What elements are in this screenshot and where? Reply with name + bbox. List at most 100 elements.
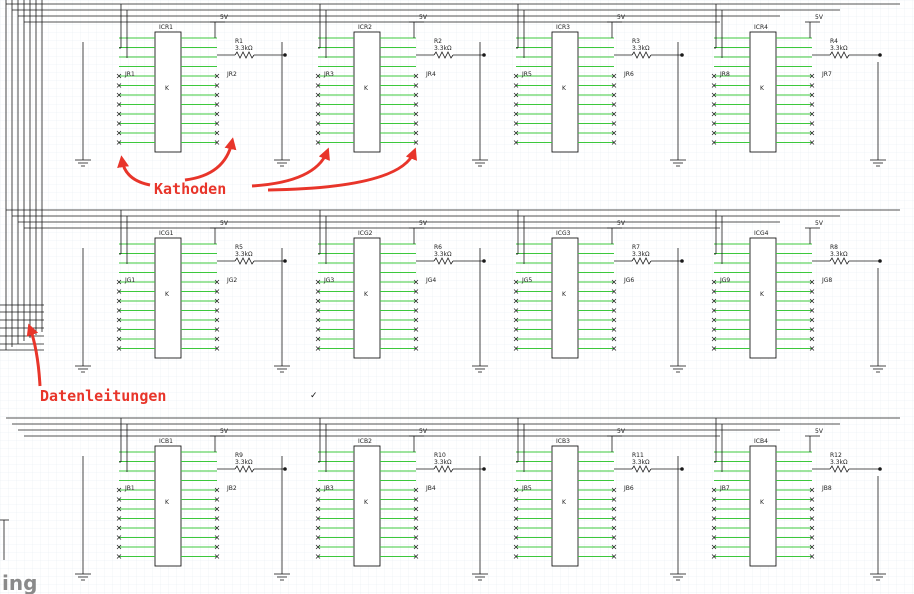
- connector-left-mark: [116, 83, 122, 88]
- connector-left-mark: [711, 121, 717, 126]
- connector-right-mark: [214, 487, 220, 493]
- connector-left-mark: [711, 73, 717, 79]
- resistor-r10: [433, 465, 454, 473]
- resistor-value: 3.3kΩ: [235, 45, 253, 52]
- connector-left-mark: [711, 102, 717, 107]
- resistor-name: R5: [235, 244, 243, 251]
- connector-right-mark: [214, 544, 220, 550]
- connector-right-mark: [413, 73, 419, 79]
- connector-left-mark: [116, 121, 122, 126]
- left-jack-label: JG9: [719, 277, 730, 284]
- connector-right-mark: [413, 506, 419, 512]
- connector-right-mark: [413, 346, 419, 351]
- connector-right-mark: [809, 298, 815, 304]
- datenleitungen-annotation: Datenleitungen: [26, 323, 166, 405]
- connector-right-mark: [413, 140, 419, 145]
- left-jack-label: JG3: [323, 277, 334, 284]
- connector-right-mark: [611, 121, 617, 126]
- connector-right-mark: [611, 497, 617, 502]
- connector-left-mark: [116, 73, 122, 79]
- connector-right-mark: [611, 317, 617, 323]
- connector-right-mark: [809, 336, 815, 342]
- connector-right-mark: [413, 130, 419, 136]
- chip-center-label: K: [562, 291, 567, 298]
- connector-right-mark: [611, 102, 617, 107]
- connector-right-mark: [611, 298, 617, 304]
- kathoden-arrow-3: [251, 147, 330, 188]
- resistor-name: R3: [632, 38, 640, 45]
- connector-left-mark: [116, 506, 122, 512]
- connector-left-mark: [513, 92, 519, 98]
- connector-right-mark: [214, 317, 220, 323]
- resistor-name: R12: [830, 452, 842, 459]
- junction-dot: [283, 53, 287, 57]
- chip-center-label: K: [364, 291, 369, 298]
- connector-left-mark: [513, 554, 519, 559]
- connector-right-mark: [611, 554, 617, 559]
- checkmark-mark: ✓: [310, 391, 318, 401]
- chip-label: ICG1: [159, 230, 174, 237]
- connector-left-mark: [711, 346, 717, 351]
- resistor-name: R7: [632, 244, 640, 251]
- connector-left-mark: [315, 336, 321, 342]
- connector-left-mark: [513, 102, 519, 107]
- resistor-name: R9: [235, 452, 243, 459]
- resistor-name: R2: [434, 38, 442, 45]
- supply-label: 5V: [617, 220, 626, 227]
- chip-icg2: [353, 237, 381, 359]
- connector-left-mark: [116, 111, 122, 117]
- resistor-value: 3.3kΩ: [632, 251, 650, 258]
- connector-left-mark: [513, 346, 519, 351]
- chip-icg3: [551, 237, 579, 359]
- connector-right-mark: [809, 525, 815, 531]
- connector-left-mark: [116, 346, 122, 351]
- connector-right-mark: [809, 279, 815, 285]
- connector-right-mark: [809, 73, 815, 79]
- right-jack-label: JG2: [226, 277, 237, 284]
- chip-label: ICR1: [159, 24, 173, 31]
- chip-icg1: [154, 237, 182, 359]
- connector-right-mark: [809, 111, 815, 117]
- connector-right-mark: [413, 327, 419, 332]
- connector-right-mark: [214, 327, 220, 332]
- connector-left-mark: [315, 525, 321, 531]
- connector-left-mark: [711, 544, 717, 550]
- supply-label: 5V: [815, 428, 824, 435]
- connector-left-mark: [711, 516, 717, 521]
- connector-left-mark: [315, 497, 321, 502]
- connector-right-mark: [214, 308, 220, 313]
- connector-left-mark: [513, 140, 519, 145]
- left-jack-label: JR8: [719, 71, 730, 78]
- connector-left-mark: [711, 298, 717, 304]
- supply-label: 5V: [419, 14, 428, 21]
- connector-left-mark: [315, 73, 321, 79]
- connector-left-mark: [315, 308, 321, 313]
- connector-left-mark: [513, 121, 519, 126]
- connector-right-mark: [214, 506, 220, 512]
- connector-right-mark: [413, 298, 419, 304]
- right-jack-label: JB8: [821, 485, 832, 492]
- right-jack-label: JG8: [821, 277, 832, 284]
- junction-dot: [878, 467, 882, 471]
- chip-center-label: K: [562, 85, 567, 92]
- kathoden-arrow-2: [184, 137, 237, 182]
- chip-icr1: [154, 31, 182, 153]
- junction-dot: [680, 467, 684, 471]
- connector-right-mark: [809, 308, 815, 313]
- connector-left-mark: [513, 308, 519, 313]
- connector-left-mark: [315, 279, 321, 285]
- connector-left-mark: [116, 279, 122, 285]
- chip-center-label: K: [165, 85, 170, 92]
- connector-left-mark: [711, 506, 717, 512]
- resistor-value: 3.3kΩ: [235, 251, 253, 258]
- connector-left-mark: [116, 497, 122, 502]
- left-jack-label: JG1: [124, 277, 135, 284]
- resistor-name: R11: [632, 452, 644, 459]
- connector-left-mark: [315, 111, 321, 117]
